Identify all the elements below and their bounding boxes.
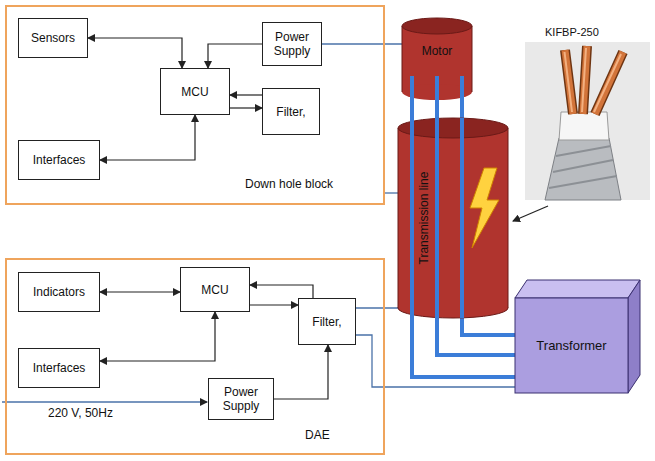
cable-photo <box>525 42 650 200</box>
supply-label: 220 V, 50Hz <box>48 406 113 420</box>
armor-stripes <box>549 146 617 188</box>
cable-armor <box>545 138 621 200</box>
system-block: DAE Indicators MCU Filter, InterfacesPower S… <box>5 258 385 455</box>
node-label: Filter, <box>312 315 341 329</box>
node-label: Power Supply <box>213 385 269 413</box>
signal-arrow <box>250 285 313 298</box>
node-label: Transformer <box>536 339 606 353</box>
node-label: Interfaces <box>33 153 86 167</box>
cable-sheath <box>559 112 609 140</box>
shape-part <box>470 168 499 248</box>
line-cylinder: Transmission line <box>398 118 508 318</box>
signal-arrow <box>100 312 215 361</box>
photo-ground <box>525 42 650 200</box>
node-label: MCU <box>201 283 228 297</box>
shape-part <box>412 76 462 100</box>
process-box: Power Supply <box>208 378 274 420</box>
cylinder-shape <box>402 18 472 100</box>
wire-connector <box>356 307 398 308</box>
shape-part <box>398 128 508 308</box>
cable-core <box>412 317 516 377</box>
block-title: Down hole block <box>245 177 333 191</box>
signal-arrow <box>88 38 182 68</box>
node-label: Motor <box>422 44 453 58</box>
wire-connector <box>322 43 402 44</box>
shape-part <box>412 118 462 318</box>
shape-part <box>628 280 640 393</box>
node-label: Indicators <box>33 285 85 299</box>
transformer-box: Transformer <box>515 298 628 393</box>
pointer-arrow <box>513 206 548 221</box>
copper-highlight <box>565 48 622 112</box>
shape-part <box>398 128 508 308</box>
shape-part <box>402 18 472 34</box>
node-label: Sensors <box>31 31 75 45</box>
process-box: Interfaces <box>18 348 100 388</box>
cable-core <box>460 99 464 119</box>
node-label: MCU <box>181 85 208 99</box>
signal-arrow <box>100 291 180 292</box>
signal-arrow <box>208 44 262 68</box>
mains-wire <box>2 401 207 402</box>
copper-core-edge <box>565 46 623 114</box>
cable-core <box>410 99 414 119</box>
cable-name: KIFBP-250 <box>545 25 599 39</box>
shape-part <box>398 118 508 138</box>
signal-arrow <box>274 345 328 399</box>
shape-part <box>398 128 508 308</box>
shape-part <box>515 298 628 393</box>
process-box: Indicators <box>18 272 100 312</box>
process-box: MCU <box>160 68 230 115</box>
process-box: Interfaces <box>18 140 100 180</box>
power-cable <box>435 100 439 118</box>
signal-arrow <box>230 107 262 108</box>
process-box: Filter, <box>298 298 356 345</box>
shape-part <box>515 280 640 298</box>
process-box: Filter, <box>262 88 320 135</box>
signal-arrow <box>250 304 298 305</box>
node-label: Filter, <box>276 105 305 119</box>
process-box: Power Supply <box>262 22 322 66</box>
node-label: Power Supply <box>267 30 317 58</box>
node-label: Transmission line <box>417 172 431 265</box>
block-title: DAE <box>305 428 330 442</box>
signal-arrow <box>100 115 195 160</box>
process-box: Sensors <box>18 18 88 58</box>
copper-core <box>565 46 623 114</box>
box-3d-shape <box>515 280 640 393</box>
wire-connector <box>385 192 398 193</box>
process-box: MCU <box>180 267 250 312</box>
motor-cylinder: Motor <box>402 18 472 100</box>
signal-arrow <box>230 94 262 95</box>
cable-core <box>462 317 516 335</box>
power-cable <box>437 318 515 355</box>
system-block: Down hole block SensorsMCU Power SupplyFil… <box>5 5 385 205</box>
cylinder-shape <box>398 118 508 318</box>
node-label: Interfaces <box>33 361 86 375</box>
